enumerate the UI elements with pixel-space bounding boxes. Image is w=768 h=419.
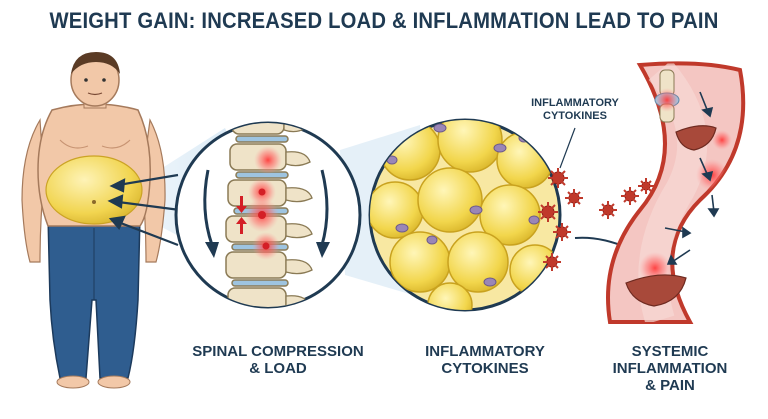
cytokines-caption-line2: CYTOKINES [441,360,529,377]
spine-caption-line1: SPINAL COMPRESSION [192,343,364,360]
systemic-caption: SYSTEMIC INFLAMMATION & PAIN [600,343,740,394]
liver-icon [625,125,717,307]
spine-magnifier [174,121,362,309]
knee-joint-icon [654,69,680,123]
systemic-caption-line3: & PAIN [645,377,695,394]
pointer-arrows [107,173,181,247]
cytokine-callout-line1: INFLAMMATORY [531,97,619,109]
cytokines-caption-line1: INFLAMMATORY [425,343,545,360]
page-title: WEIGHT GAIN: INCREASED LOAD & INFLAMMATI… [49,8,719,33]
spine-icon [203,123,330,307]
human-figure-icon [21,52,166,389]
systemic-caption-line2: INFLAMMATION [612,360,728,377]
spine-caption: SPINAL COMPRESSION & LOAD [178,343,378,377]
cytokine-callout-label: INFLAMMATORY CYTOKINES [520,97,630,123]
cytokine-label-leader [559,127,576,169]
systemic-caption-line1: SYSTEMIC [631,343,709,360]
cytokine-callout-line2: CYTOKINES [543,110,607,122]
cytokines-caption: INFLAMMATORY CYTOKINES [410,343,560,377]
spine-caption-line2: & LOAD [249,360,307,377]
